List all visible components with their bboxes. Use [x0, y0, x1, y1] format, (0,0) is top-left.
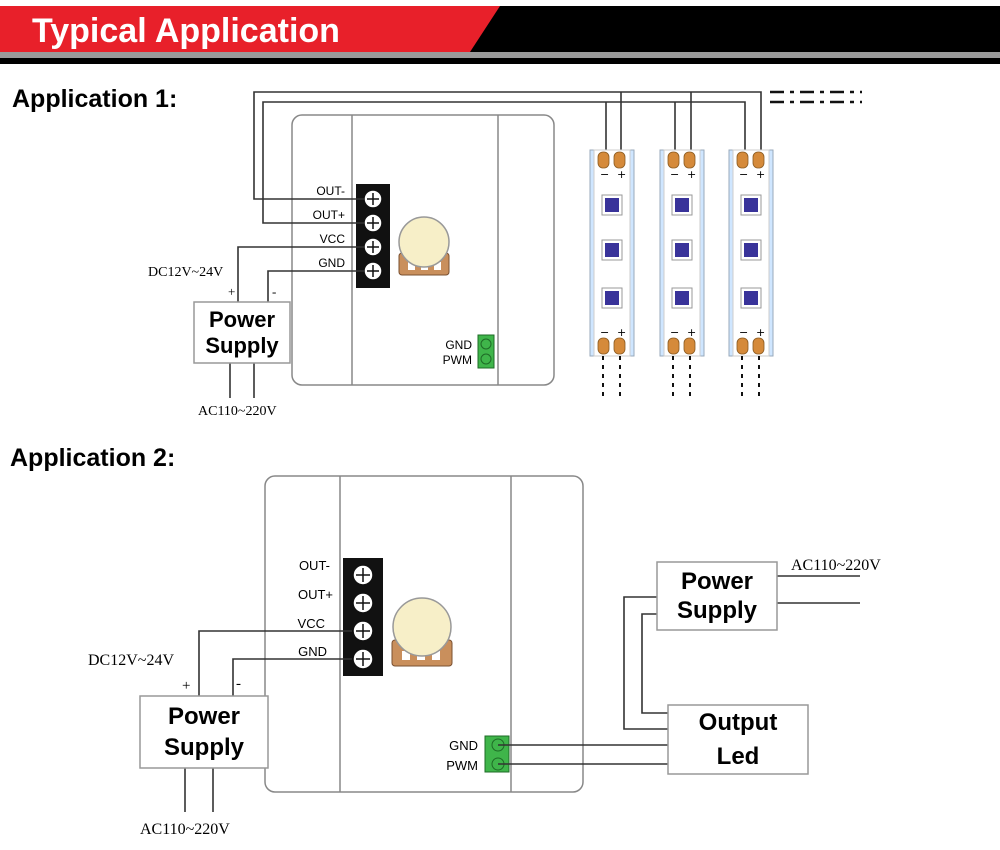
app1-ac-label: AC110~220V	[198, 404, 277, 419]
app2-pin-gnd: GND	[449, 738, 478, 753]
strip-polarity-minus: −	[739, 168, 748, 181]
app1-ps-line2: Supply	[205, 333, 279, 358]
app1-led-strips: −+−+−+−+−+−+	[589, 149, 774, 400]
header-accent	[0, 6, 500, 52]
strip-polarity-plus: +	[756, 326, 765, 339]
strip-pad	[597, 337, 610, 355]
app2-heading: Application 2:	[10, 444, 175, 472]
app2-screw-4	[352, 648, 374, 670]
app2-terminal-vcc: VCC	[298, 616, 325, 631]
strip-polarity-plus: +	[687, 326, 696, 339]
strip-pad	[667, 337, 680, 355]
app1-terminal-gnd: GND	[318, 256, 345, 270]
app2-power-supply-2: Power Supply	[656, 561, 778, 631]
app2-screw-1	[352, 564, 374, 586]
app2-screw-3	[352, 620, 374, 642]
app2-ps-line1: Power	[168, 703, 240, 730]
app1-minus: -	[272, 284, 276, 299]
app2-terminal-block: OUT- OUT+ VCC GND	[298, 558, 383, 676]
app1-heading: Application 1:	[12, 85, 177, 113]
app2-minus: -	[236, 676, 241, 692]
application-1: Application 1: OUT- OUT+ VCC GND	[12, 85, 862, 419]
app2-ac-label: AC110~220V	[140, 821, 230, 838]
app2-pin-pwm: PWM	[446, 758, 478, 773]
strip-polarity-minus: −	[670, 326, 679, 339]
strip-pad	[613, 151, 626, 169]
app2-ac2-label: AC110~220V	[791, 557, 881, 574]
header-bar: Typical Application	[0, 6, 1000, 64]
app2-ps-line2: Supply	[164, 734, 245, 761]
app1-dc-label: DC12V~24V	[148, 265, 223, 280]
app2-ps2-line2: Supply	[677, 597, 758, 624]
app1-potentiometer-icon	[398, 216, 450, 276]
strip-pad	[683, 337, 696, 355]
strip-polarity-plus: +	[617, 326, 626, 339]
app2-plus: +	[182, 678, 190, 694]
app1-pin-pwm: PWM	[443, 353, 472, 367]
strip-pad	[736, 151, 749, 169]
app1-terminal-out-plus: OUT+	[313, 208, 345, 222]
strip-pad	[736, 337, 749, 355]
app1-terminal-block: OUT- OUT+ VCC GND	[313, 184, 390, 288]
strip-pad	[683, 151, 696, 169]
app2-potentiometer-icon	[391, 597, 453, 667]
app2-terminal-out-minus: OUT-	[299, 558, 330, 573]
application-2: Application 2: OUT- OUT+ VCC GND	[10, 444, 881, 838]
strip-polarity-minus: −	[739, 326, 748, 339]
strip-polarity-minus: −	[670, 168, 679, 181]
strip-polarity-plus: +	[756, 168, 765, 181]
strip-pad	[752, 337, 765, 355]
app1-screw-4	[363, 261, 383, 281]
app1-pin-gnd: GND	[445, 338, 472, 352]
strip-pad	[613, 337, 626, 355]
led-strip-3: −+−+	[728, 149, 774, 400]
app2-terminal-gnd: GND	[298, 644, 327, 659]
app1-wires	[229, 91, 762, 398]
header-title: Typical Application	[32, 12, 340, 50]
app2-terminal-out-plus: OUT+	[298, 587, 333, 602]
app2-ps2-line1: Power	[681, 568, 753, 595]
led-strip-2: −+−+	[659, 149, 705, 400]
app1-signal-terminal: GND PWM	[443, 334, 495, 369]
strip-polarity-minus: −	[600, 326, 609, 339]
app1-ps-line1: Power	[209, 307, 275, 332]
app1-screw-2	[363, 213, 383, 233]
led-strip-1: −+−+	[589, 149, 635, 400]
app2-power-supply: Power Supply	[139, 695, 269, 769]
app2-output-line2: Led	[717, 743, 760, 770]
app2-wires	[184, 575, 860, 812]
strip-polarity-plus: +	[687, 168, 696, 181]
app1-power-supply: Power Supply	[193, 301, 291, 364]
strip-pad	[597, 151, 610, 169]
app2-screw-2	[352, 592, 374, 614]
app1-plus: +	[228, 284, 235, 299]
strip-pad	[667, 151, 680, 169]
app1-screw-3	[363, 237, 383, 257]
strip-polarity-plus: +	[617, 168, 626, 181]
app2-output-line1: Output	[699, 709, 778, 736]
app1-terminal-out-minus: OUT-	[316, 184, 345, 198]
app1-screw-1	[363, 189, 383, 209]
app2-dc-label: DC12V~24V	[88, 652, 174, 669]
app1-continuation-dashes	[770, 90, 862, 104]
app2-output-led: Output Led	[667, 704, 809, 775]
strip-polarity-minus: −	[600, 168, 609, 181]
app1-terminal-vcc: VCC	[320, 232, 346, 246]
strip-pad	[752, 151, 765, 169]
